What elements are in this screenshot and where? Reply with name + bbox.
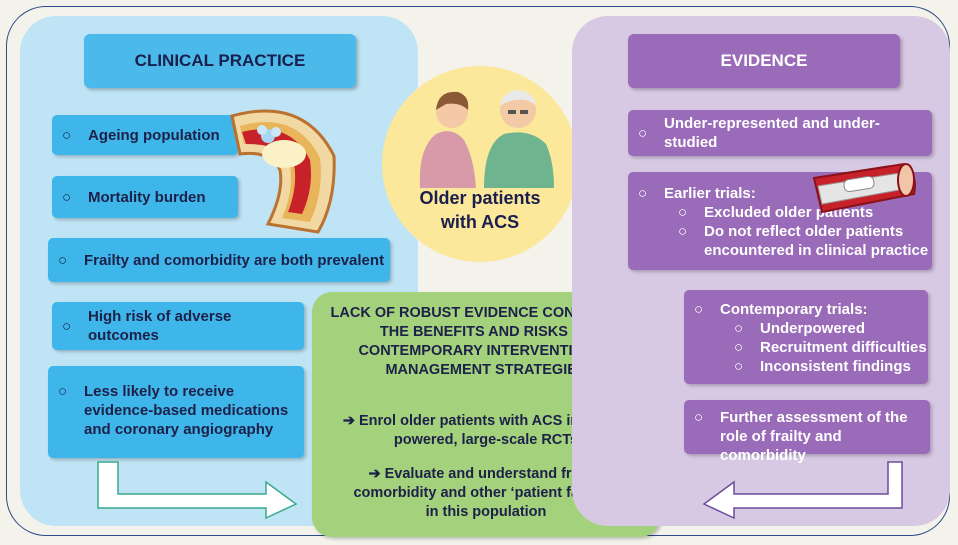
- list-item: ○Mortality burden: [52, 176, 238, 218]
- clinical-practice-header: CLINICAL PRACTICE: [84, 34, 356, 88]
- bullet-icon: ○: [638, 124, 648, 142]
- list-item: ○Under-represented and under-studied: [628, 110, 932, 156]
- stent-icon: [812, 162, 916, 214]
- bullet-icon: ○: [694, 409, 704, 426]
- action-enrol-rcts: ➔ Enrol older patients with ACS into wel…: [342, 413, 630, 448]
- bullet-icon: ○: [734, 320, 744, 337]
- bullet-icon: ○: [734, 339, 744, 356]
- older-patients-label: Older patients with ACS: [419, 188, 541, 232]
- action-evaluate-frailty: ➔ Evaluate and understand frailty, comor…: [353, 466, 619, 520]
- evidence-gap-heading: LACK OF ROBUST EVIDENCE CONCERNING THE B…: [330, 305, 642, 378]
- artery-icon: [230, 109, 336, 234]
- bullet-icon: ○: [58, 383, 68, 400]
- arrow-left-icon: [702, 461, 903, 520]
- bullet-icon: ○: [678, 204, 688, 221]
- bullet-icon: ○: [62, 126, 72, 144]
- evidence-header: EVIDENCE: [628, 34, 900, 88]
- list-item: ○High risk of adverse outcomes: [52, 302, 304, 350]
- list-item: ○Frailty and comorbidity are both preval…: [48, 238, 390, 282]
- bullet-icon: ○: [62, 188, 72, 206]
- arrow-right-icon: [97, 461, 298, 520]
- bullet-icon: ○: [638, 185, 648, 202]
- bullet-icon: ○: [58, 251, 68, 269]
- bullet-icon: ○: [694, 301, 704, 318]
- list-item: ○Ageing population: [52, 115, 238, 155]
- bullet-icon: ○: [678, 223, 688, 240]
- list-item: ○ Less likely to receive evidence-based …: [48, 366, 304, 458]
- older-couple-illustration: [419, 90, 554, 188]
- bullet-icon: ○: [62, 317, 72, 335]
- bullet-icon: ○: [734, 358, 744, 375]
- list-item: ○Contemporary trials: ○Underpowered ○Rec…: [684, 290, 928, 384]
